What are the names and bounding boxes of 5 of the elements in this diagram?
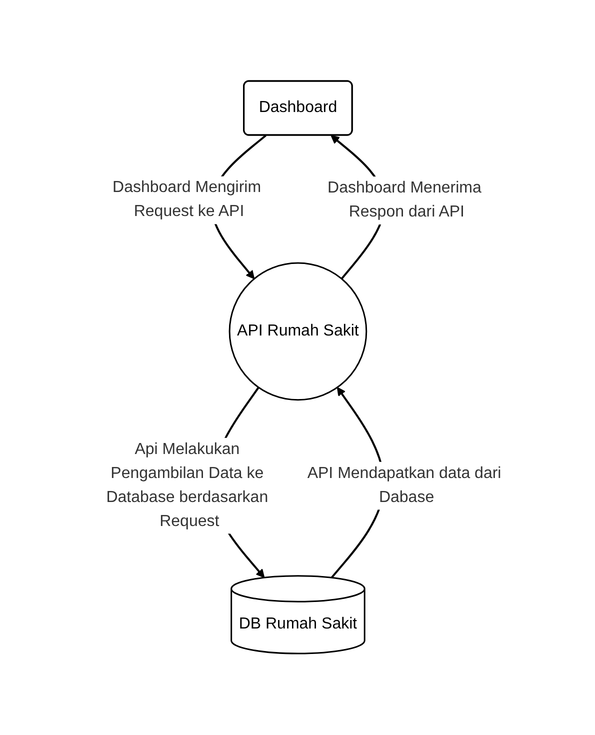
edge-label: Api Melakukan Pengambilan Data ke Database berdasarkan Request bbox=[106, 441, 268, 530]
edge-label: API Mendapatkan data dari Dabase bbox=[306, 465, 501, 506]
node-circle: API Rumah Sakit bbox=[228, 262, 367, 401]
edge-label: Dashboard Mengirim Request ke API bbox=[112, 179, 261, 220]
edge-label: Dashboard Menerima Respon dari API bbox=[327, 180, 482, 221]
